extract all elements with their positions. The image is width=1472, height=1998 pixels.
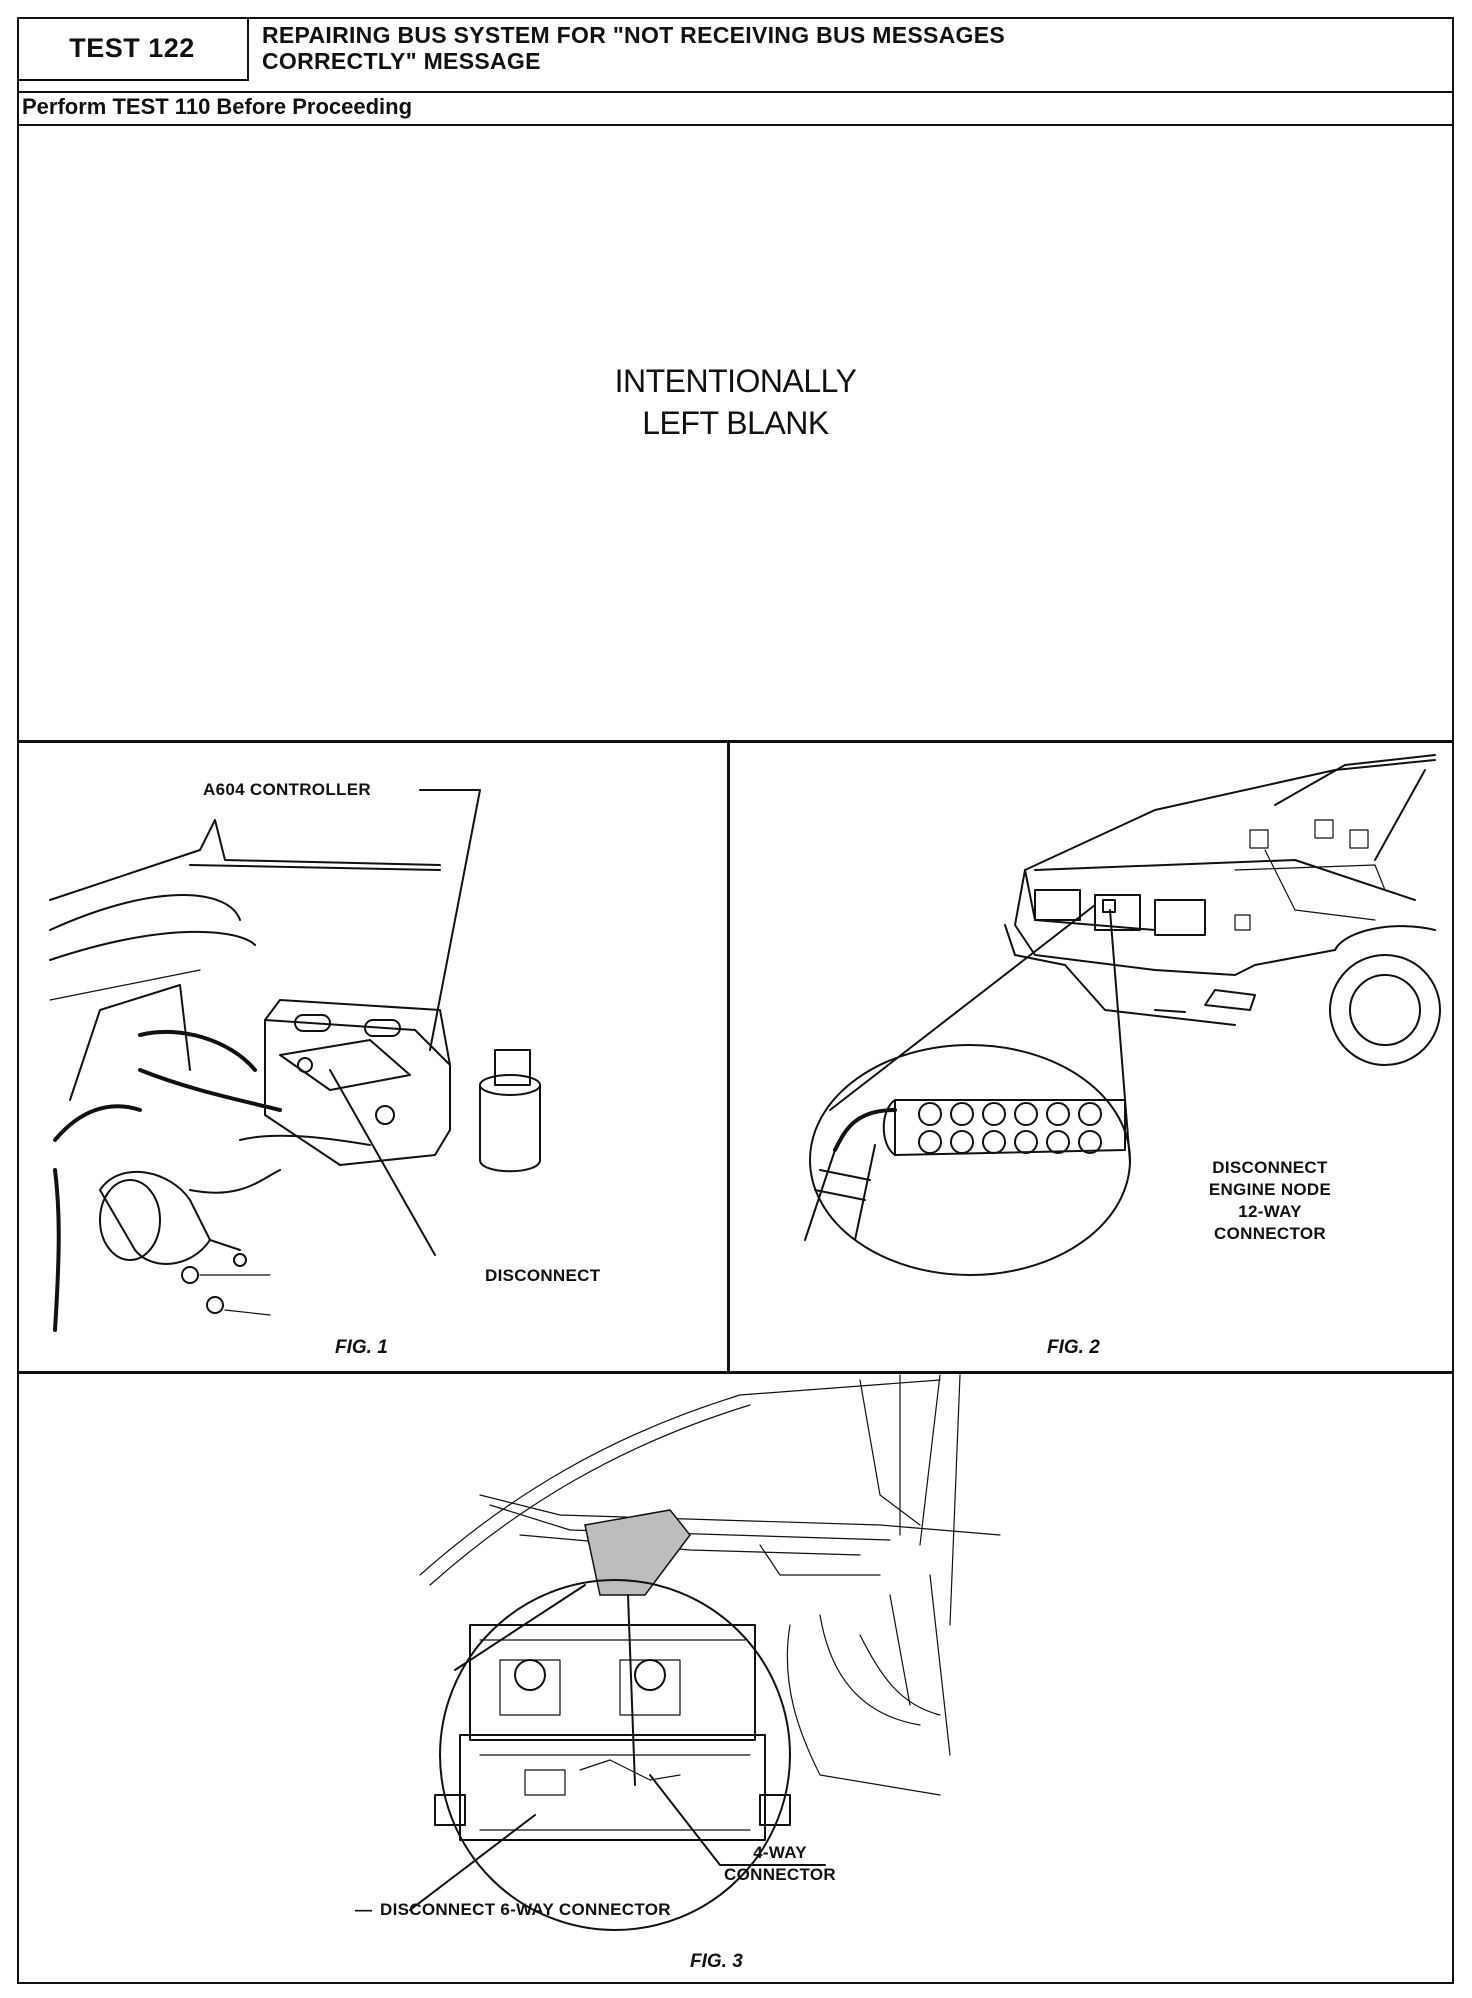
panel-divider-1: [17, 740, 1454, 743]
figure-3-caption: FIG. 3: [690, 1951, 743, 1972]
page-title: REPAIRING BUS SYSTEM FOR "NOT RECEIVING …: [262, 22, 1362, 74]
label-engine-line-1: DISCONNECT: [1212, 1158, 1328, 1177]
figure-3-illustration: [409, 1374, 1001, 1931]
label-engine-line-3: 12-WAY: [1238, 1202, 1302, 1221]
figure-2-illustration: [804, 754, 1441, 1276]
label-engine-line-2: ENGINE NODE: [1208, 1180, 1332, 1199]
figure-1-caption: FIG. 1: [335, 1337, 388, 1358]
label-a604-controller: A604 CONTROLLER: [203, 780, 371, 799]
title-line-2: CORRECTLY" MESSAGE: [262, 48, 541, 74]
blank-line-2: LEFT BLANK: [642, 405, 829, 441]
header-rule: [17, 91, 1454, 93]
label-disconnect-engine-node: DISCONNECT ENGINE NODE 12-WAY CONNECTOR: [1200, 1157, 1340, 1245]
page-frame: [17, 17, 1454, 1984]
test-number: TEST 122: [17, 17, 249, 81]
figure-1-illustration: [49, 789, 541, 1332]
label-4way-line-2: CONNECTOR: [724, 1865, 836, 1884]
prerequisite-note: Perform TEST 110 Before Proceeding: [22, 94, 413, 119]
label-4way-line-1: 4-WAY: [753, 1843, 807, 1862]
blank-panel-text: INTENTIONALLY LEFT BLANK: [17, 360, 1454, 444]
figure-2-caption: FIG. 2: [1047, 1337, 1100, 1358]
label-4-way-connector: 4-WAY CONNECTOR: [715, 1842, 845, 1886]
leader-6way: —: [355, 1900, 373, 1919]
label-engine-line-4: CONNECTOR: [1214, 1224, 1326, 1243]
title-line-1: REPAIRING BUS SYSTEM FOR "NOT RECEIVING …: [262, 22, 1005, 48]
label-disconnect: DISCONNECT: [485, 1266, 601, 1285]
panel-divider-2: [17, 1371, 1454, 1374]
label-disconnect-6-way: DISCONNECT 6-WAY CONNECTOR: [380, 1900, 671, 1919]
header-bottom-rule: [17, 124, 1454, 126]
figure-divider: [727, 740, 730, 1373]
blank-line-1: INTENTIONALLY: [614, 363, 857, 399]
